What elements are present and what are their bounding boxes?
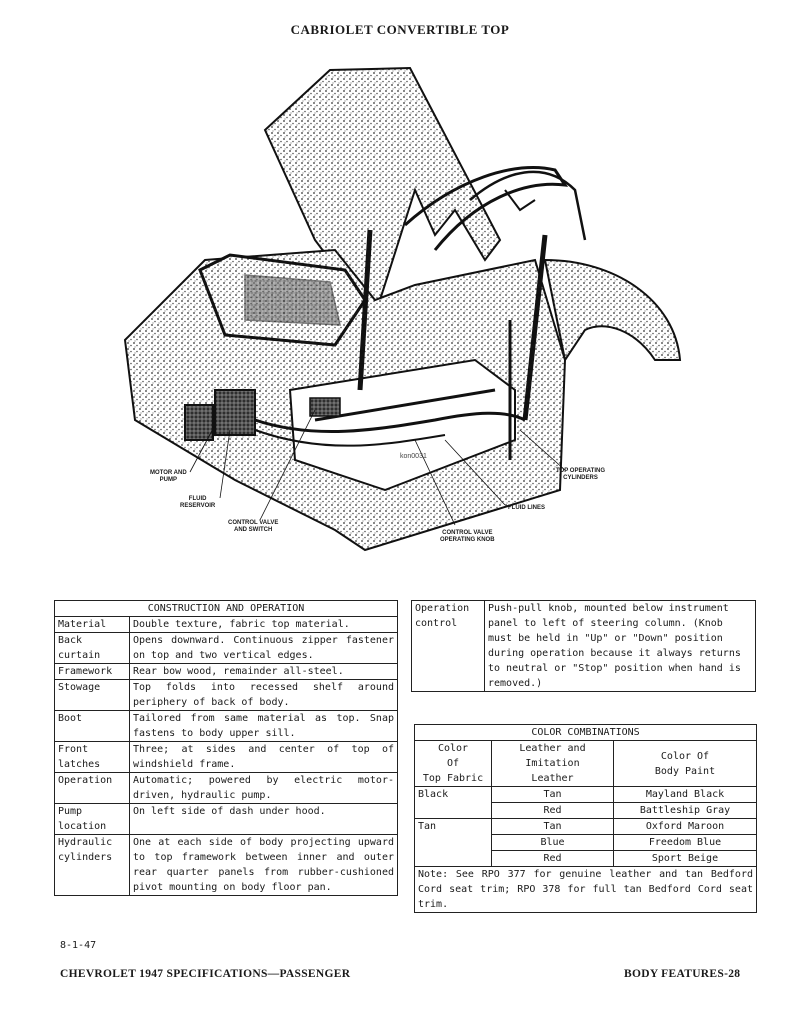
color-fabric: Tan [414, 818, 492, 867]
construction-header: CONSTRUCTION AND OPERATION [54, 600, 398, 617]
operation-control-value: Push-pull knob, mounted below instrument… [484, 600, 756, 692]
color-paint: Freedom Blue [613, 834, 757, 851]
footer-section: BODY FEATURES-28 [624, 968, 741, 980]
col-leather: Leather and Imitation Leather [491, 740, 614, 787]
callout-fluid-lines: FLUID LINES [508, 505, 545, 511]
construction-row-value: Rear bow wood, remainder all-steel. [129, 663, 398, 680]
construction-row-value: One at each side of body projecting upwa… [129, 834, 398, 896]
framework-bows [403, 166, 569, 251]
construction-row-value: Opens downward. Continuous zipper fasten… [129, 632, 398, 664]
construction-row-label: Front latches [54, 741, 130, 773]
color-combinations-header: COLOR COMBINATIONS [414, 724, 757, 741]
plate-number: kon0031 [400, 453, 427, 460]
right-cylinder [522, 234, 548, 421]
construction-row-label: Hydraulic cylinders [54, 834, 130, 896]
operation-control-table: Operation control Push-pull knob, mounte… [411, 600, 756, 692]
col-top-fabric: Color Of Top Fabric [414, 740, 492, 787]
callout-top-cylinders: TOP OPERATING CYLINDERS [556, 468, 606, 481]
construction-row-label: Pump location [54, 803, 130, 835]
footer-date: 8-1-47 [60, 940, 97, 951]
construction-row-value: Automatic; powered by electric motor-dri… [129, 772, 398, 804]
color-combinations-table: COLOR COMBINATIONS Color Of Top Fabric L… [414, 724, 757, 913]
construction-row-label: Operation [54, 772, 130, 804]
motor-pump [214, 389, 256, 436]
color-leather: Red [491, 802, 614, 819]
color-note: Note: See RPO 377 for genuine leather an… [414, 866, 757, 913]
left-cylinder [357, 229, 373, 391]
callout-motor-pump: MOTOR AND PUMP [150, 470, 187, 483]
col-body-paint: Color Of Body Paint [613, 740, 757, 787]
operation-control-label: Operation control [411, 600, 485, 692]
color-fabric: Black [414, 786, 492, 819]
color-paint: Sport Beige [613, 850, 757, 867]
color-leather: Blue [491, 834, 614, 851]
convertible-top-illustration [123, 66, 682, 552]
construction-row-label: Boot [54, 710, 130, 742]
construction-row-label: Material [54, 616, 130, 633]
color-paint: Oxford Maroon [613, 818, 757, 835]
construction-row-label: Stowage [54, 679, 130, 711]
callout-fluid-reservoir: FLUID RESERVOIR [180, 496, 216, 509]
construction-row-label: Back curtain [54, 632, 130, 664]
callout-control-valve-knob: CONTROL VALVE OPERATING KNOB [440, 530, 495, 543]
color-leather: Tan [491, 818, 614, 835]
page-title: CABRIOLET CONVERTIBLE TOP [290, 22, 510, 37]
fluid-lines [254, 411, 526, 434]
construction-row-value: Three; at sides and center of top of win… [129, 741, 398, 773]
rear-fender [543, 258, 682, 363]
fluid-reservoir [184, 404, 214, 441]
callout-control-valve-switch: CONTROL VALVE AND SWITCH [228, 520, 279, 533]
construction-row-label: Framework [54, 663, 130, 680]
color-paint: Battleship Gray [613, 802, 757, 819]
construction-row-value: On left side of dash under hood. [129, 803, 398, 835]
construction-row-value: Top folds into recessed shelf around per… [129, 679, 398, 711]
color-leather: Tan [491, 786, 614, 803]
color-leather: Red [491, 850, 614, 867]
construction-row-value: Double texture, fabric top material. [129, 616, 398, 633]
footer-publication: CHEVROLET 1947 SPECIFICATIONS—PASSENGER [60, 968, 351, 980]
construction-row-value: Tailored from same material as top. Snap… [129, 710, 398, 742]
color-paint: Mayland Black [613, 786, 757, 803]
